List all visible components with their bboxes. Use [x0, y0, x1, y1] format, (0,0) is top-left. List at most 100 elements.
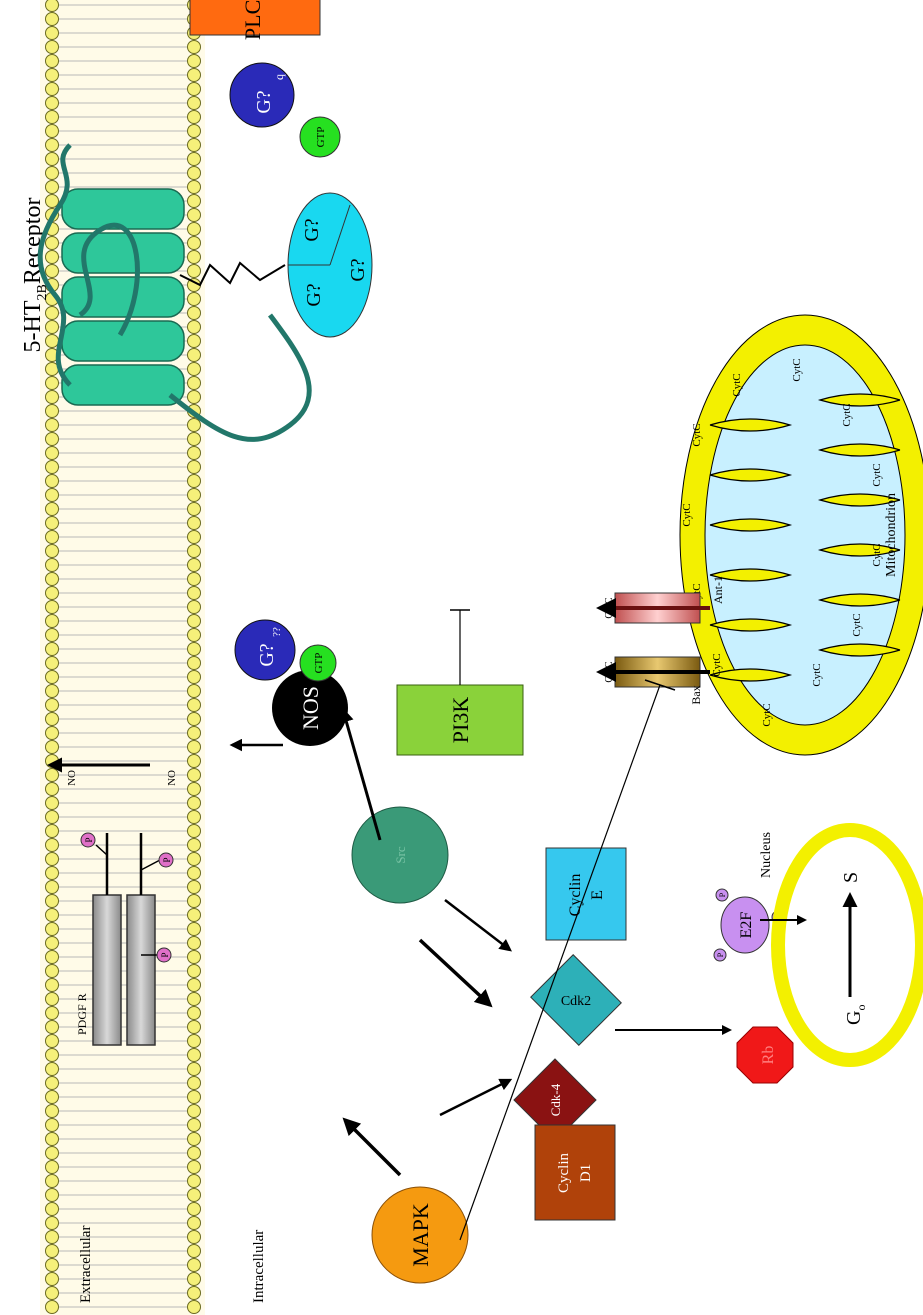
g-alpha-q — [229, 62, 295, 128]
lipid-head — [187, 250, 201, 264]
e2f-label: E2F — [738, 912, 755, 939]
g-protein-unknown — [234, 619, 296, 681]
mapk-to-cdk4-arrow — [439, 1078, 513, 1117]
lipid-head — [45, 544, 59, 558]
lipid-head — [187, 460, 201, 474]
cyclin-d1-label: Cyclin — [556, 1153, 572, 1193]
lipid-head — [187, 446, 201, 460]
cytc-label: CytC — [691, 423, 703, 446]
gtp-label: GTP — [313, 653, 325, 674]
lipid-head — [45, 1174, 59, 1188]
lipid-head — [187, 208, 201, 222]
cytc-label: CytC — [871, 543, 883, 566]
lipid-head — [187, 1020, 201, 1034]
lipid-head — [187, 684, 201, 698]
lipid-head — [187, 992, 201, 1006]
e2f-node — [720, 896, 770, 954]
phospho-label: P — [84, 837, 94, 842]
lipid-head — [45, 894, 59, 908]
mapk-label: MAPK — [408, 1203, 433, 1267]
extracellular-loop — [37, 143, 72, 387]
pdgfr-chain-upper — [92, 894, 122, 1046]
lipid-head — [187, 138, 201, 152]
lipid-head — [187, 586, 201, 600]
no-inner-label: NO — [166, 770, 178, 786]
nos-node — [272, 670, 348, 746]
pi3k-label: PI3K — [448, 697, 473, 744]
lipid-head — [187, 754, 201, 768]
lipid-head — [45, 40, 59, 54]
lipid-head — [187, 1244, 201, 1258]
lipid-head — [187, 1258, 201, 1272]
lipid-head — [187, 348, 201, 362]
lipid-head — [45, 404, 59, 418]
lipid-head — [187, 474, 201, 488]
lipid-head — [45, 82, 59, 96]
nos-label: NOS — [298, 686, 323, 730]
lipid-head — [45, 124, 59, 138]
cdk2-node — [530, 954, 622, 1046]
lipid-head — [187, 96, 201, 110]
cdk2-label: Cdk2 — [561, 994, 591, 1009]
lipid-head — [45, 964, 59, 978]
lipid-head — [187, 628, 201, 642]
lipid-head — [187, 712, 201, 726]
lipid-head — [45, 992, 59, 1006]
lipid-head — [45, 586, 59, 600]
mitochondrion-label: Mitochondrion — [884, 493, 899, 577]
lipid-head — [45, 1090, 59, 1104]
plc-label: PLC? — [240, 0, 265, 40]
bax-label: Bax — [689, 685, 703, 704]
lipid-head — [45, 922, 59, 936]
lipid-head — [45, 1286, 59, 1300]
lipid-head — [45, 530, 59, 544]
cytc-label: CytC — [711, 653, 723, 676]
lipid-head — [187, 614, 201, 628]
lipid-head — [45, 1230, 59, 1244]
lipid-head — [187, 236, 201, 250]
intracellular-label: Intracellular — [251, 1230, 267, 1303]
lipid-head — [187, 768, 201, 782]
lipid-head — [45, 502, 59, 516]
crista — [817, 393, 901, 407]
lipid-head — [187, 894, 201, 908]
lipid-head — [187, 1006, 201, 1020]
lipid-head — [187, 908, 201, 922]
lipid-head — [187, 558, 201, 572]
cyclin-d1-node — [534, 1124, 616, 1221]
crista — [709, 618, 793, 632]
lipid-head — [45, 1132, 59, 1146]
crista — [709, 468, 793, 482]
extracellular-label: Extracellular — [78, 1226, 94, 1303]
lipid-head — [45, 12, 59, 26]
cytc-label: CytC — [851, 613, 863, 636]
lipid-head — [187, 1202, 201, 1216]
lipid-head — [187, 1034, 201, 1048]
lipid-head — [187, 68, 201, 82]
lipid-head — [45, 418, 59, 432]
pdgfr-label: PDGF R — [75, 993, 89, 1035]
cristae — [709, 393, 901, 682]
lipid-head — [187, 1174, 201, 1188]
lipid-head — [45, 1034, 59, 1048]
lipid-head — [187, 124, 201, 138]
lipid-head — [45, 880, 59, 894]
lipid-head — [45, 908, 59, 922]
lipid-head — [45, 782, 59, 796]
lipid-head — [45, 1160, 59, 1174]
g-alpha-label: G? — [347, 258, 369, 281]
lipid-head — [45, 796, 59, 810]
lipid-head — [187, 390, 201, 404]
lipid-head — [45, 684, 59, 698]
lipid-head — [45, 1244, 59, 1258]
lipid-head — [187, 1272, 201, 1286]
lipid-head — [45, 558, 59, 572]
lipid-head — [45, 460, 59, 474]
cytc-label: CytC — [761, 703, 773, 726]
lipid-head — [45, 670, 59, 684]
cyclin-e-node — [545, 847, 627, 941]
crista — [817, 543, 901, 557]
lipid-head — [45, 1300, 59, 1314]
cytc-label: CytC — [871, 463, 883, 486]
lipid-head — [45, 516, 59, 530]
